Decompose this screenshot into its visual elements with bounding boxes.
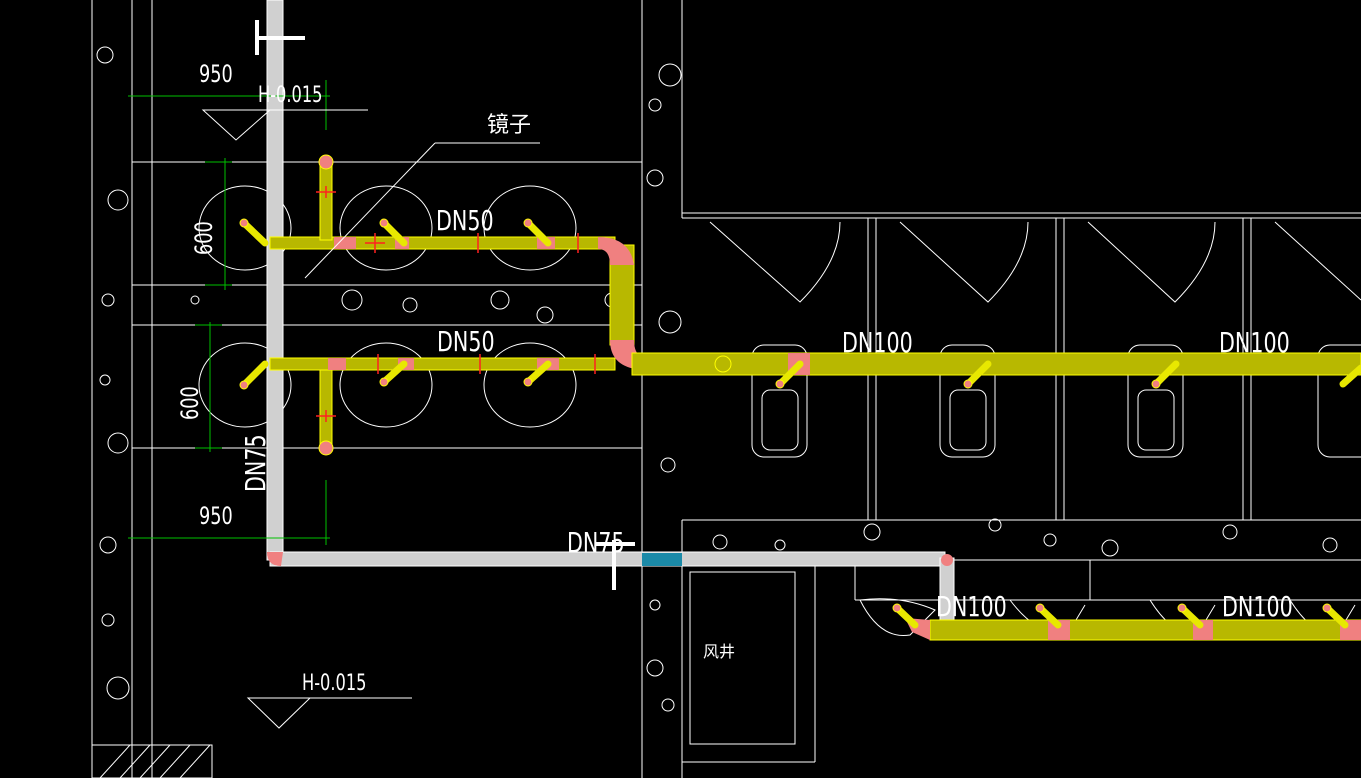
pipe-nodes [316,186,596,422]
fixture-drain-points [239,154,1332,613]
elevation-markers [201,109,540,729]
air-shaft-label: 风井 [703,642,735,661]
dim-upper-height: 600 [191,221,218,255]
label-dn75-horizontal: DN75 [567,527,625,560]
elevation-label-top: H-0.015 [258,81,322,107]
label-dn100-left: DN100 [842,327,913,360]
pipe-break-symbols [255,20,635,590]
dim-lower-height: 600 [177,386,204,420]
dim-top-width: 950 [199,61,233,88]
label-dn100-bottom-left: DN100 [936,591,1007,624]
pipe-sleeve-icon [642,553,682,566]
label-dn50-upper: DN50 [436,205,494,238]
label-dn100-bottom-right: DN100 [1222,591,1293,624]
elevation-label-bottom: H-0.015 [302,669,366,695]
mirror-label: 镜子 [487,113,531,138]
dn75-drain-pipe [266,0,955,631]
dim-bottom-width: 950 [199,503,233,530]
dimension-lines [128,80,330,545]
label-dn75-vertical: DN75 [240,434,273,492]
label-dn100-right: DN100 [1219,327,1290,360]
dn50-pipe-upper [269,159,635,346]
label-dn50-lower: DN50 [437,326,495,359]
